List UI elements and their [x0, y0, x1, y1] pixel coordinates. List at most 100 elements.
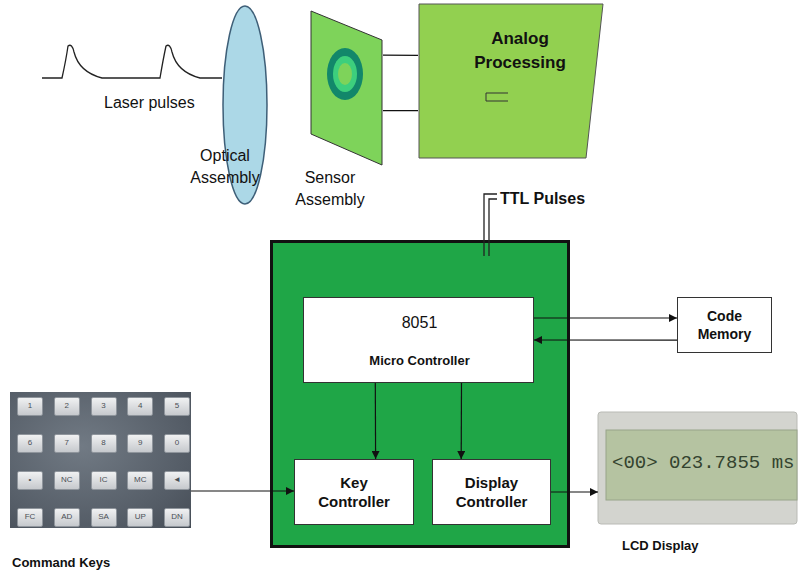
text-holder: SA [92, 509, 116, 526]
keypad-key: 4 [127, 397, 153, 416]
node-text: 1 [28, 401, 32, 411]
laser-waveform [42, 45, 222, 78]
arrow-connector [551, 491, 598, 492]
keypad-key: SA [91, 508, 117, 527]
text-holder: 3 [92, 398, 116, 415]
node-text: Code Memory [690, 307, 760, 343]
node-text: IC [100, 475, 108, 485]
display-controller-box: Display Controller [432, 459, 551, 525]
node-subtext: Micro Controller [304, 352, 535, 370]
text-holder: FC [18, 509, 42, 526]
lcd-display: <00> 023.7855 msLCD Display [598, 412, 797, 524]
node-text: 5 [175, 401, 179, 411]
node-text: 9 [138, 438, 142, 448]
text-holder: 1 [18, 398, 42, 415]
key-controller-box: Key Controller [294, 459, 414, 525]
shape-outline [418, 3, 604, 159]
node-text: 7 [65, 438, 69, 448]
sensor-panel [311, 11, 382, 165]
keypad-photo: Command Keys1234567890•NCICMC◄FCADSAUPDN [10, 392, 191, 528]
shape-outline [310, 10, 383, 166]
text-holder: Code Memory [678, 298, 771, 352]
text-holder: MC [128, 472, 152, 489]
node-subtext: LCD Display [622, 537, 752, 555]
node-text: Analog Processing [463, 27, 577, 75]
lcd-screen [606, 430, 797, 500]
keypad-key: 9 [127, 434, 153, 453]
node-text: AD [61, 512, 72, 522]
text-holder: 2 [55, 398, 79, 415]
keypad-key: FC [17, 508, 43, 527]
text-holder: 6 [18, 435, 42, 452]
node-text: Key Controller [314, 473, 394, 512]
node-text: UP [135, 512, 146, 522]
text-holder: 7 [55, 435, 79, 452]
signal-label: TTL Pulses [500, 190, 585, 208]
node-text: DN [171, 512, 183, 522]
node-text: 3 [101, 401, 105, 411]
text-holder: DN [165, 509, 189, 526]
keypad-key: ◄ [164, 471, 190, 490]
code-memory-box: Code Memory [677, 297, 772, 353]
node-text: Sensor Assembly [282, 167, 378, 212]
text-holder: 8 [92, 435, 116, 452]
text-holder: 5 [165, 398, 189, 415]
arrow-connector [375, 383, 377, 459]
controller-board: 8051Micro ControllerKey Controller Displa… [270, 240, 570, 548]
text-holder: 0 [165, 435, 189, 452]
optical-assembly: Optical Assembly [222, 5, 268, 205]
node-text: 2 [65, 401, 69, 411]
keypad-key: UP [127, 508, 153, 527]
keypad-key: NC [54, 471, 80, 490]
arrow-connector [534, 317, 677, 318]
node-text: FC [25, 512, 36, 522]
node-text: Display Controller [452, 473, 532, 512]
node-text: Command Keys [12, 554, 182, 572]
node-text: MC [134, 475, 146, 485]
signal-wire [383, 55, 418, 56]
keypad-key: IC [91, 471, 117, 490]
arrow-connector [534, 339, 677, 340]
arrow-connector [191, 490, 294, 491]
text-holder: AD [55, 509, 79, 526]
node-text: Optical Assembly [185, 145, 265, 190]
node-text: ◄ [173, 475, 181, 485]
keypad-key: 6 [17, 434, 43, 453]
text-holder: • [18, 472, 42, 489]
keypad-key: 0 [164, 434, 190, 453]
text-holder: ◄ [165, 472, 189, 489]
text-holder: Display Controller [433, 460, 550, 524]
node-text: 6 [28, 438, 32, 448]
text-holder: NC [55, 472, 79, 489]
text-holder: Key Controller [295, 460, 413, 524]
text-holder: 4 [128, 398, 152, 415]
node-text: 8051 [304, 312, 535, 334]
keypad-key: 3 [91, 397, 117, 416]
keypad-key: 2 [54, 397, 80, 416]
keypad-key: 8 [91, 434, 117, 453]
text-holder: UP [128, 509, 152, 526]
analog-processing-block: Analog Processing [418, 3, 604, 159]
microcontroller-box: 8051Micro Controller [303, 297, 534, 383]
keypad-key: 5 [164, 397, 190, 416]
node-text: SA [98, 512, 109, 522]
node-text: NC [61, 475, 73, 485]
node-text: 0 [175, 438, 179, 448]
keypad-key: 1 [17, 397, 43, 416]
sensor-assembly: Sensor Assembly [310, 10, 383, 166]
signal-wire [383, 110, 418, 111]
node-text: • [29, 475, 32, 485]
text-holder: 9 [128, 435, 152, 452]
node-text: 4 [138, 401, 142, 411]
node-text: <00> 023.7855 ms [612, 450, 797, 477]
keypad-key: MC [127, 471, 153, 490]
keypad-key: • [17, 471, 43, 490]
keypad-key: AD [54, 508, 80, 527]
signal-label: Laser pulses [104, 94, 195, 112]
lcd-frame [598, 412, 797, 524]
analog-panel [419, 4, 603, 158]
text-holder: IC [92, 472, 116, 489]
node-text: 8 [101, 438, 105, 448]
